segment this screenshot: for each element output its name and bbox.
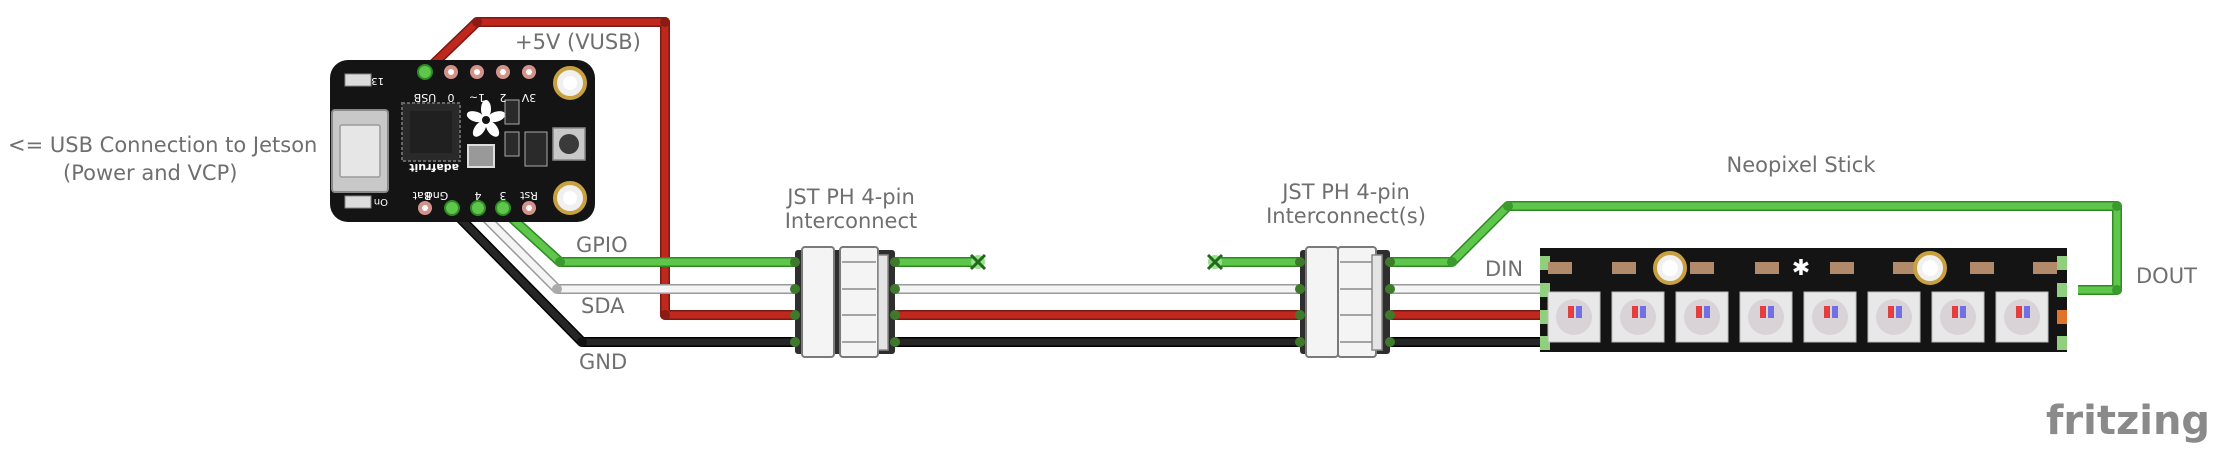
neopixel-led: [1675, 291, 1729, 343]
unconnected-end-marker: [969, 253, 987, 271]
bottom-pin-pads[interactable]: [418, 200, 536, 216]
ground-wire[interactable]: [448, 206, 795, 347]
pin-label: 2: [500, 91, 507, 104]
pin-label: 3V: [521, 91, 536, 104]
neopixel-led: [1803, 291, 1857, 343]
unconnected-end-marker: [1206, 253, 1224, 271]
sda-label: SDA: [581, 294, 625, 318]
pin-label: 1~: [469, 91, 485, 104]
neopixel-led: [1931, 291, 1985, 343]
jst2-title-line1: JST PH 4-pin: [1280, 180, 1410, 204]
gnd-label: GND: [579, 350, 627, 374]
top-pin-pads[interactable]: [417, 64, 536, 80]
star-logo-icon: ✱: [1792, 256, 1810, 281]
bottom-pin-labels: Gnd Bat 4 3 Rst: [412, 189, 538, 202]
wires: [421, 17, 2122, 347]
top-pin-labels: USB 0 1~ 2 3V: [414, 91, 537, 104]
gpio-label: GPIO: [576, 233, 628, 257]
trinket-m0-board[interactable]: 13 On adafruit: [330, 60, 609, 222]
neopixel-feed-wires[interactable]: [1390, 201, 2122, 347]
jst1-title-line1: JST PH 4-pin: [785, 185, 915, 209]
fritzing-brand-logo: fritzing: [2046, 398, 2210, 444]
neopixel-led-row: [1547, 291, 2049, 343]
jst2-title-line2: Interconnect(s): [1266, 204, 1426, 228]
neopixel-led: [1611, 291, 1665, 343]
maker-logo-text: adafruit: [409, 161, 459, 174]
vusb-label: +5V (VUSB): [515, 30, 641, 54]
neopixel-title: Neopixel Stick: [1727, 153, 1877, 177]
sda-wire[interactable]: [474, 206, 795, 294]
dout-label: DOUT: [2136, 264, 2197, 288]
jst-connector-1[interactable]: [790, 246, 900, 358]
pin-label: Gnd: [426, 189, 448, 202]
neopixel-stick[interactable]: ✱: [1540, 248, 2067, 352]
jst1-title-line2: Interconnect: [785, 209, 918, 233]
neopixel-led: [1867, 291, 1921, 343]
pin-label: USB: [414, 91, 437, 104]
power-wire[interactable]: [421, 17, 795, 320]
board-name-label: Trinket M0: [594, 132, 609, 209]
pin-label: Rst: [519, 189, 537, 202]
gpio-wire[interactable]: [499, 206, 795, 267]
usb-connection-label: <= USB Connection to Jetson: [8, 133, 317, 157]
din-label: DIN: [1485, 257, 1523, 281]
led-13-label: 13: [371, 75, 384, 86]
neopixel-led: [1739, 291, 1793, 343]
jst-connector-2[interactable]: [1295, 246, 1395, 358]
annotations: <= USB Connection to Jetson (Power and V…: [8, 30, 2210, 444]
reset-button[interactable]: [552, 127, 586, 161]
usb-port[interactable]: [331, 109, 389, 193]
neopixel-led: [1995, 291, 2049, 343]
microcontroller-chip: [401, 102, 461, 162]
pin-label: Bat: [412, 189, 431, 202]
usb-power-label: (Power and VCP): [63, 161, 237, 185]
neopixel-led: [1547, 291, 1601, 343]
pin-label: 0: [448, 91, 455, 104]
led-on-label: On: [374, 196, 388, 207]
interconnect-bundle[interactable]: [895, 257, 1300, 347]
pin-label: 3: [500, 189, 507, 202]
pin-label: 4: [475, 189, 482, 202]
adafruit-logo-icon: [466, 100, 506, 137]
